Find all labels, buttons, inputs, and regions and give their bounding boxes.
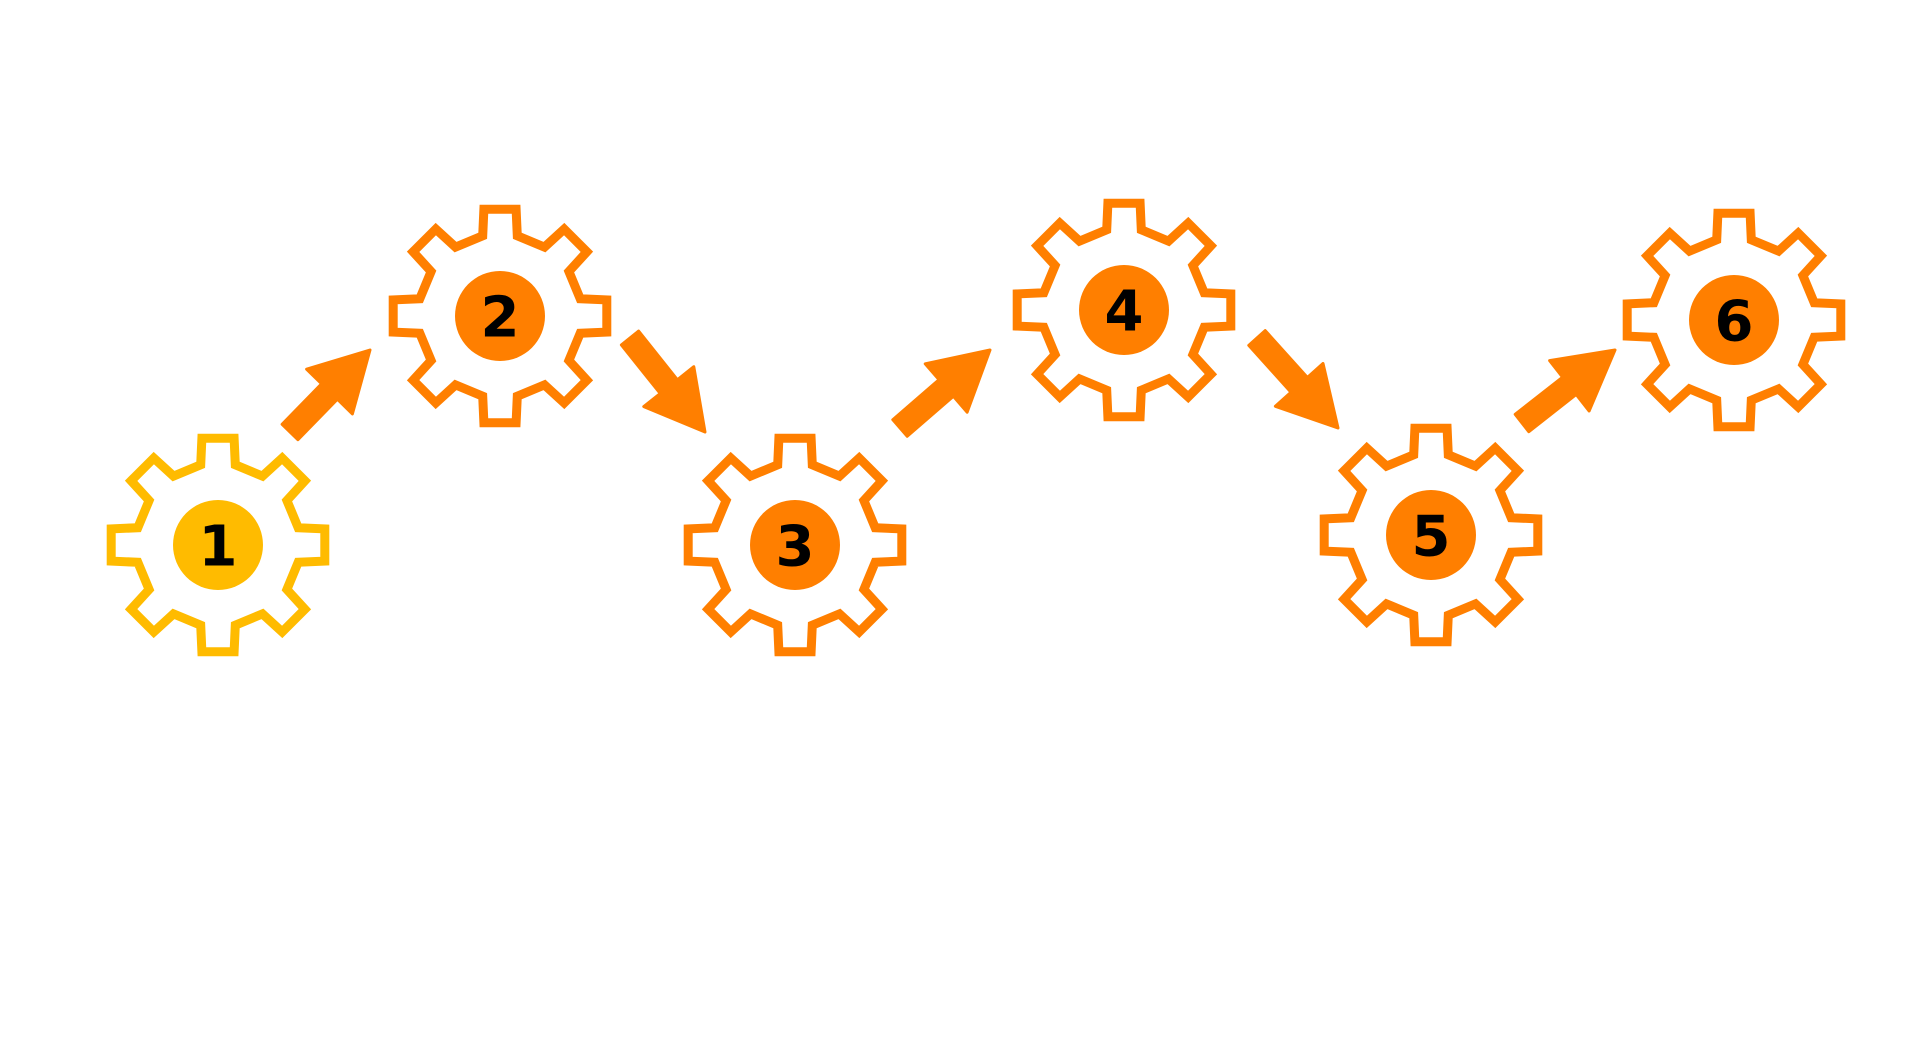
step-2: 2 (388, 204, 612, 428)
arrow-up-right-icon (1513, 348, 1617, 434)
step-number: 3 (776, 515, 815, 580)
arrow-up-right-icon (891, 348, 992, 438)
arrow-up-right-icon (280, 348, 372, 442)
step-6: 6 (1622, 208, 1846, 432)
process-steps: 1 2 3 4 5 6 (106, 198, 1846, 657)
arrow-down-right-icon (1247, 329, 1340, 430)
step-hub-circle (750, 500, 840, 590)
arrow-down-right-icon (619, 329, 707, 434)
step-hub-circle (1386, 490, 1476, 580)
step-number: 1 (199, 515, 238, 580)
step-number: 5 (1412, 505, 1451, 570)
step-number: 2 (481, 286, 520, 351)
step-1: 1 (106, 433, 330, 657)
step-hub-circle (1689, 275, 1779, 365)
step-number: 6 (1715, 290, 1754, 355)
step-hub-circle (1079, 265, 1169, 355)
step-4: 4 (1012, 198, 1236, 422)
connector-arrows (280, 329, 1617, 442)
step-5: 5 (1319, 423, 1543, 647)
step-hub-circle (455, 271, 545, 361)
step-hub-circle (173, 500, 263, 590)
step-3: 3 (683, 433, 907, 657)
step-number: 4 (1105, 280, 1144, 345)
